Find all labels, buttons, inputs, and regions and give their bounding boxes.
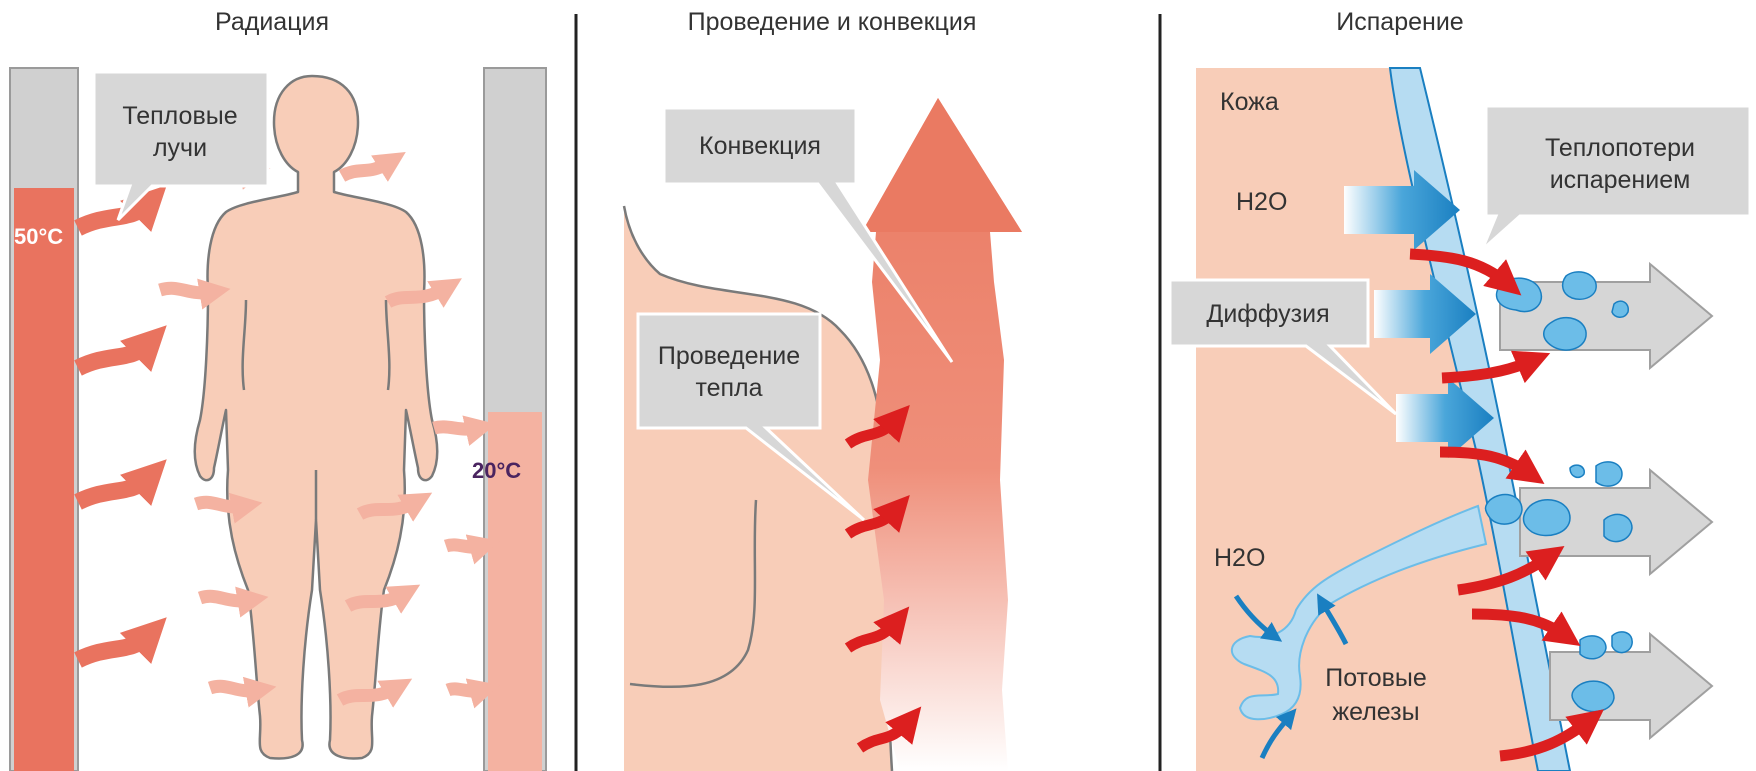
water-label-bottom: H2O <box>1214 544 1265 572</box>
hot-thermometer: 50°C <box>10 68 78 771</box>
thermal-rays-callout: Тепловые лучи <box>94 72 268 220</box>
conduction-label-1: Проведение <box>658 342 800 370</box>
diffusion-label: Диффузия <box>1206 300 1329 328</box>
thermal-rays-label-1: Тепловые <box>122 102 237 130</box>
evaporation-title: Испарение <box>1336 8 1463 36</box>
sweat-glands-label-1: Потовые <box>1325 664 1427 692</box>
sweat-glands-label-2: железы <box>1332 698 1419 726</box>
evaporation-loss-callout: Теплопотери испарением <box>1482 106 1750 250</box>
water-label-top: H2O <box>1236 188 1287 216</box>
radiation-title: Радиация <box>215 8 329 36</box>
cold-temp-label: 20°C <box>472 458 521 483</box>
hot-temp-label: 50°C <box>14 224 63 249</box>
convection-label: Конвекция <box>699 132 821 160</box>
conduction-panel: Проведение и конвекция Конвекция Проведе… <box>624 8 1022 771</box>
evaporation-panel: Испарение <box>1170 8 1750 771</box>
evaporation-loss-label-1: Теплопотери <box>1545 134 1695 162</box>
skin-label: Кожа <box>1220 88 1279 116</box>
radiation-panel: Радиация 50°C 20°C <box>10 8 546 771</box>
radiation-heat-arrows <box>78 204 148 660</box>
thermal-rays-label-2: лучи <box>153 134 207 162</box>
conduction-label-2: тепла <box>695 374 762 402</box>
conduction-title: Проведение и конвекция <box>688 8 977 36</box>
evaporation-loss-label-2: испарением <box>1550 166 1691 194</box>
cold-thermometer: 20°C <box>472 68 546 771</box>
